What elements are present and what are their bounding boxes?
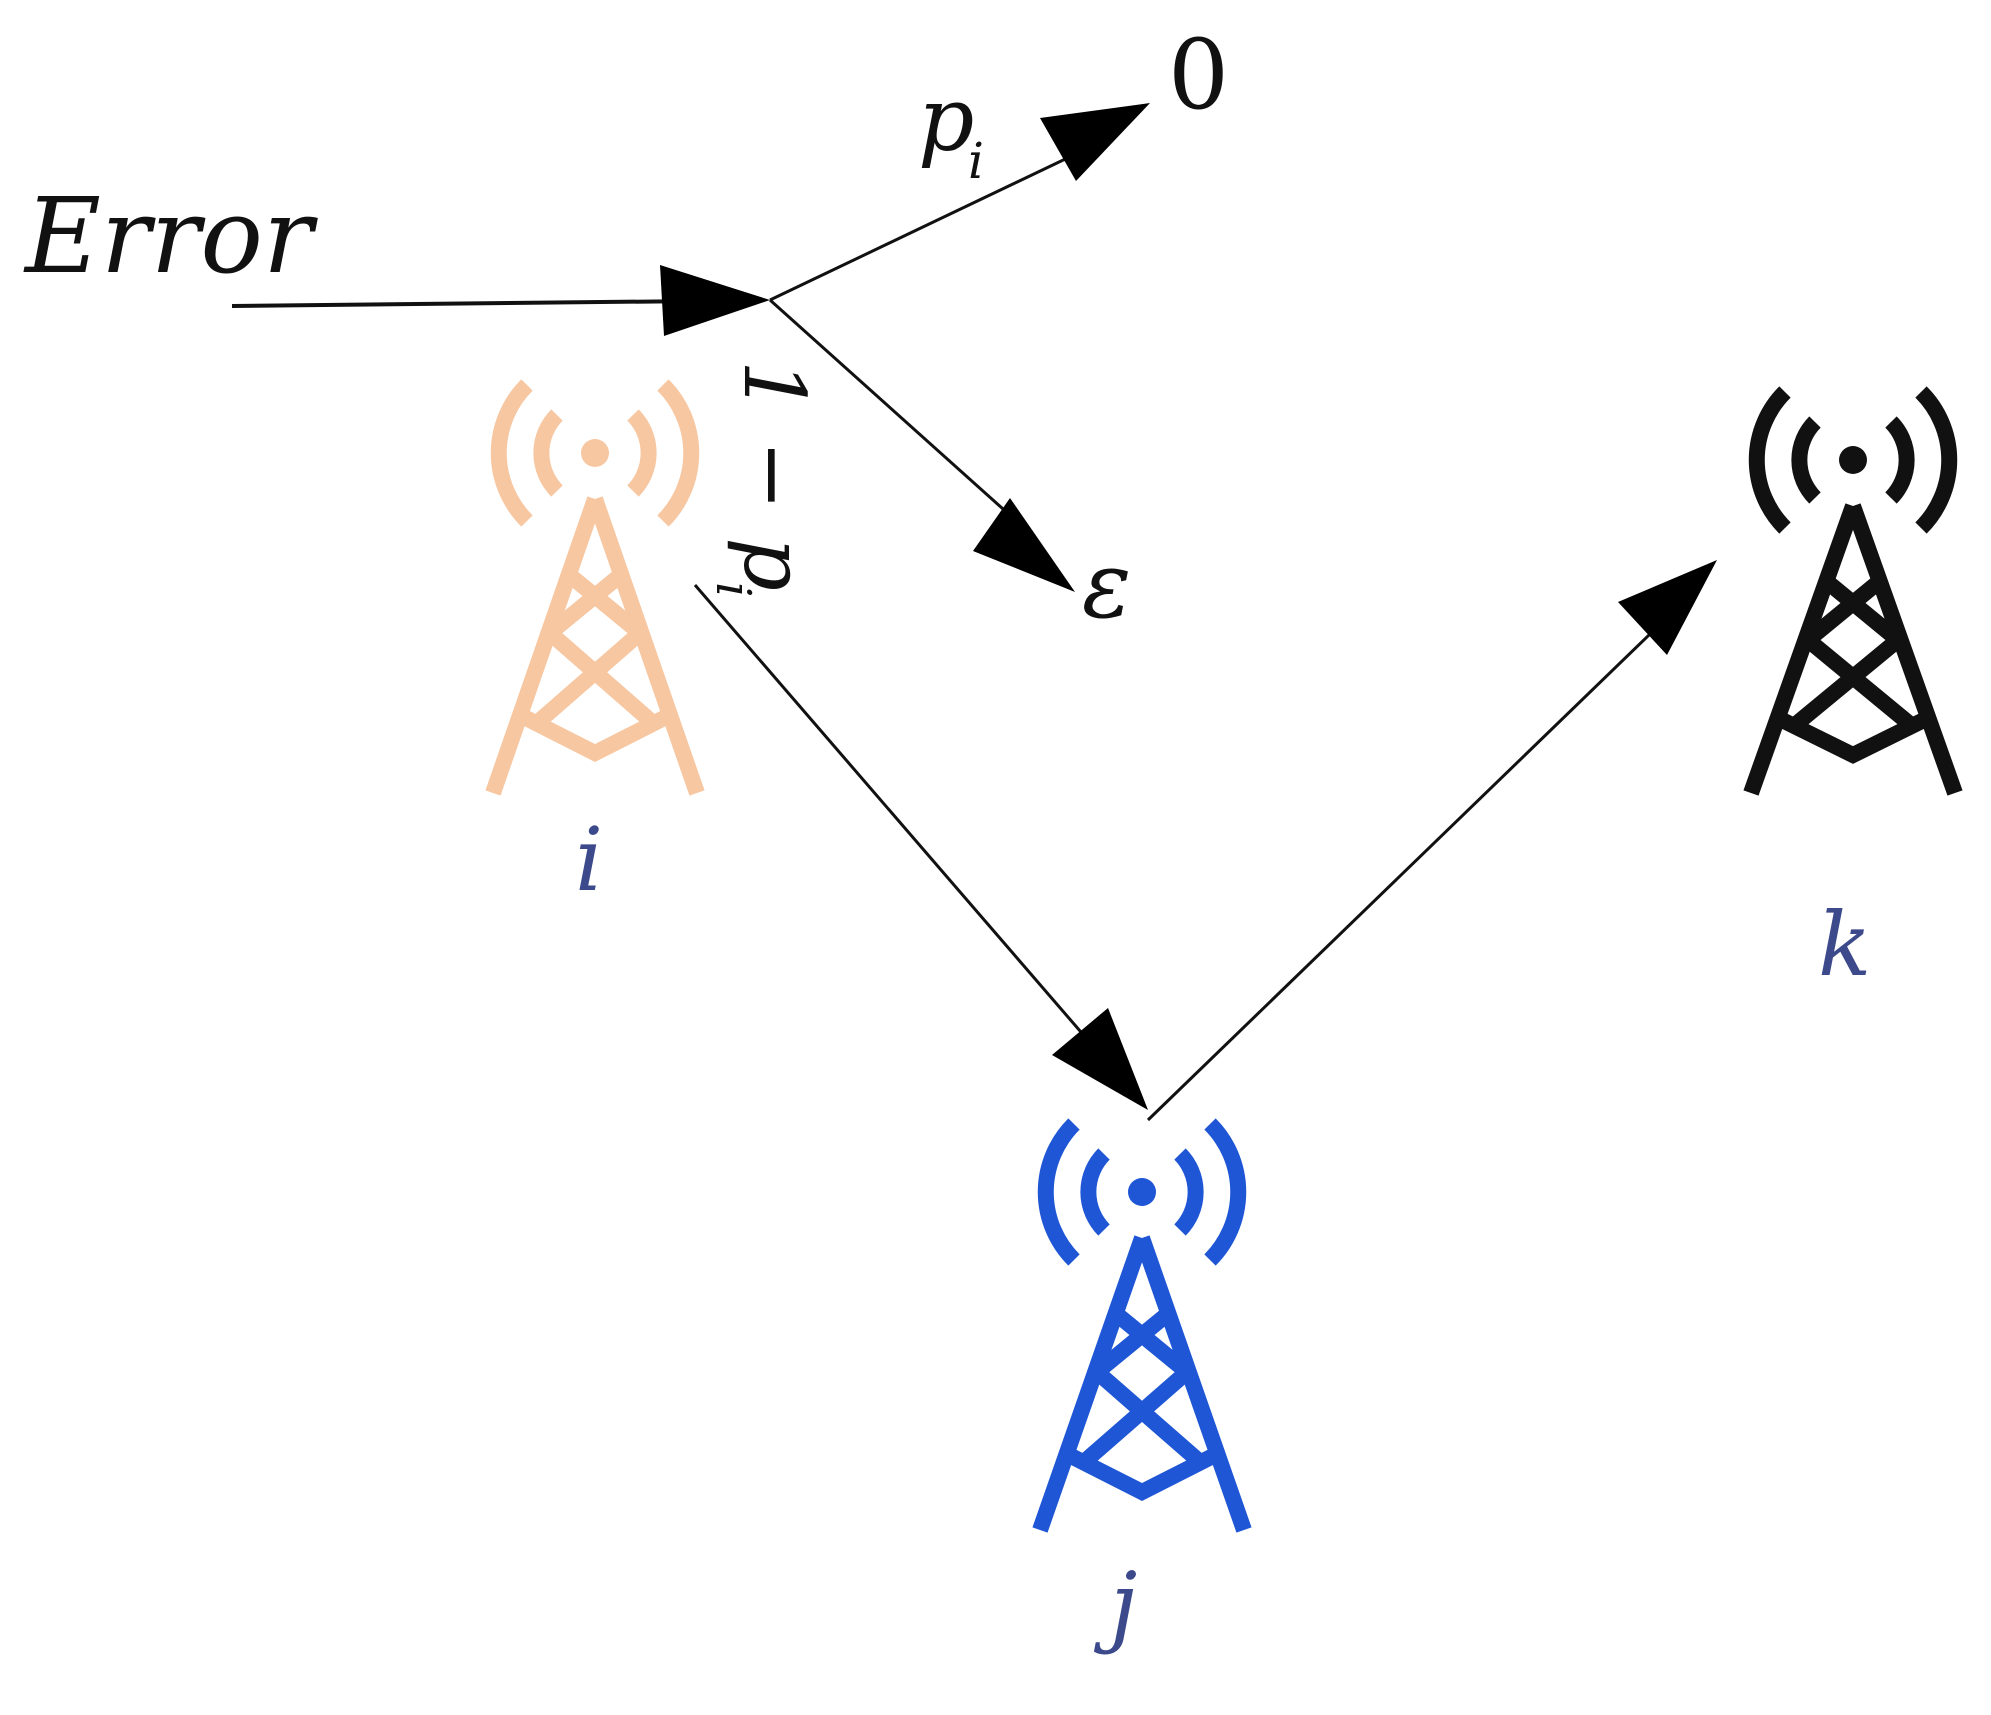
tower-j-icon <box>1032 1118 1252 1533</box>
branch-lower-target: ε <box>1082 532 1131 639</box>
branch-upper-target: 0 <box>1168 19 1229 131</box>
tower-i-icon <box>485 379 705 796</box>
error-label: Error <box>23 175 318 297</box>
branch-lower-probability-subscript: i <box>705 582 761 597</box>
error-input-arrow <box>231 265 770 336</box>
branch-upper-probability-subscript: i <box>968 132 984 190</box>
tower-i-signal-dot <box>581 439 609 467</box>
branch-lower-arrow <box>768 298 1075 592</box>
node-label-j: j <box>1093 1553 1137 1656</box>
node-label-i: i <box>575 808 603 911</box>
edge-j-to-k <box>1146 560 1717 1122</box>
tower-k-signal-dot <box>1839 446 1867 474</box>
node-label-k: k <box>1818 893 1871 996</box>
edge-i-to-j <box>693 584 1148 1110</box>
tower-j-signal-dot <box>1128 1178 1156 1206</box>
branch-upper-arrow <box>769 103 1150 302</box>
branch-upper-probability: p <box>918 68 974 171</box>
branch-lower-probability-group: 1 − p i <box>705 360 823 597</box>
branch-lower-probability: 1 − p <box>725 360 823 591</box>
tower-k-icon <box>1743 386 1963 796</box>
